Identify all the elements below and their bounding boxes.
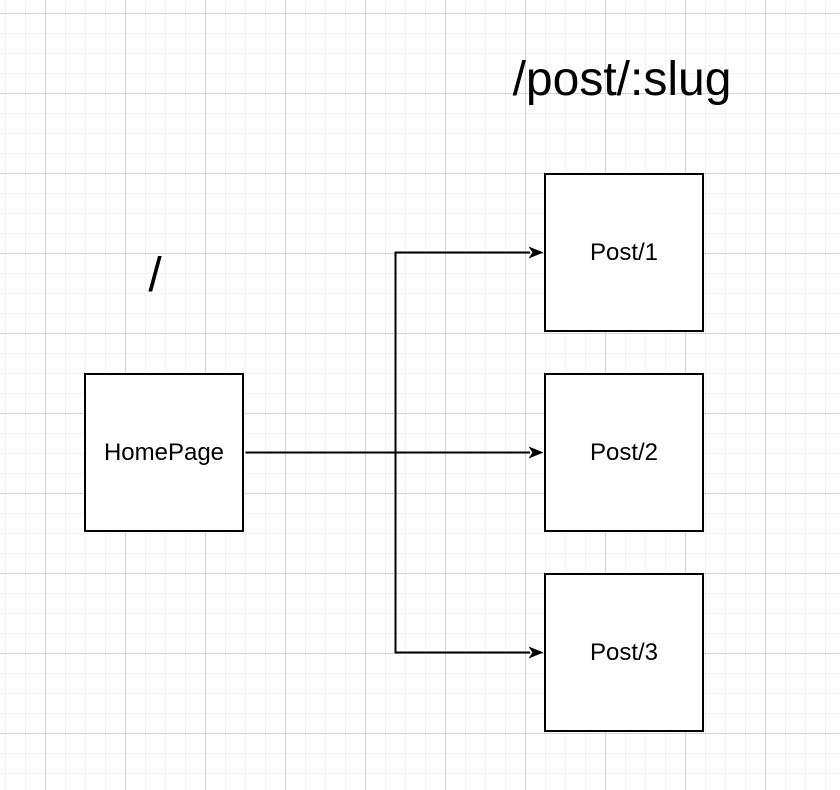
edge-homepage-post3-arrowhead-icon[interactable]: [528, 646, 544, 659]
route-label-root[interactable]: /: [148, 249, 162, 302]
edge-homepage-post1-arrowhead-icon[interactable]: [528, 246, 544, 259]
node-post-1-label: Post/1: [589, 238, 659, 266]
node-post-2-label: Post/2: [589, 438, 659, 466]
node-post-2[interactable]: Post/2: [544, 373, 704, 532]
node-homepage-label: HomePage: [103, 438, 225, 466]
node-homepage[interactable]: HomePage: [84, 373, 244, 532]
node-post-3-label: Post/3: [589, 638, 659, 666]
node-post-3[interactable]: Post/3: [544, 573, 704, 732]
edge-homepage-post2-arrowhead-icon[interactable]: [528, 446, 544, 459]
edge-homepage-post3[interactable]: [394, 452, 531, 654]
edge-homepage-post1[interactable]: [394, 251, 531, 453]
route-label-post-slug[interactable]: /post/:slug: [512, 53, 732, 106]
node-post-1[interactable]: Post/1: [544, 173, 704, 332]
